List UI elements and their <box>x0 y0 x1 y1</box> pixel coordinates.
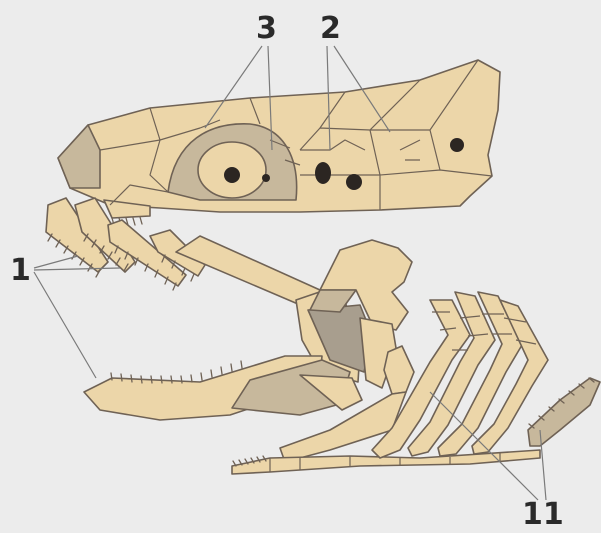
leader-1-b <box>34 268 120 270</box>
leader-1-c <box>34 272 96 378</box>
callout-label-3: 3 <box>256 14 277 44</box>
callout-label-2: 2 <box>320 14 341 44</box>
neurocranium <box>58 60 500 225</box>
pharyngeal-plate <box>528 378 600 446</box>
foramen-orbit-small <box>262 174 270 182</box>
foramen-otic-2 <box>346 174 362 190</box>
foramen-orbit-large <box>224 167 240 183</box>
leader-1-a <box>34 256 78 268</box>
foramen-occipital <box>450 138 464 152</box>
foramen-otic-1 <box>315 162 331 184</box>
lower-jaw <box>84 356 362 420</box>
callout-label-1: 1 <box>10 256 31 286</box>
callout-label-11: 11 <box>522 500 564 530</box>
interhyal <box>384 346 414 394</box>
